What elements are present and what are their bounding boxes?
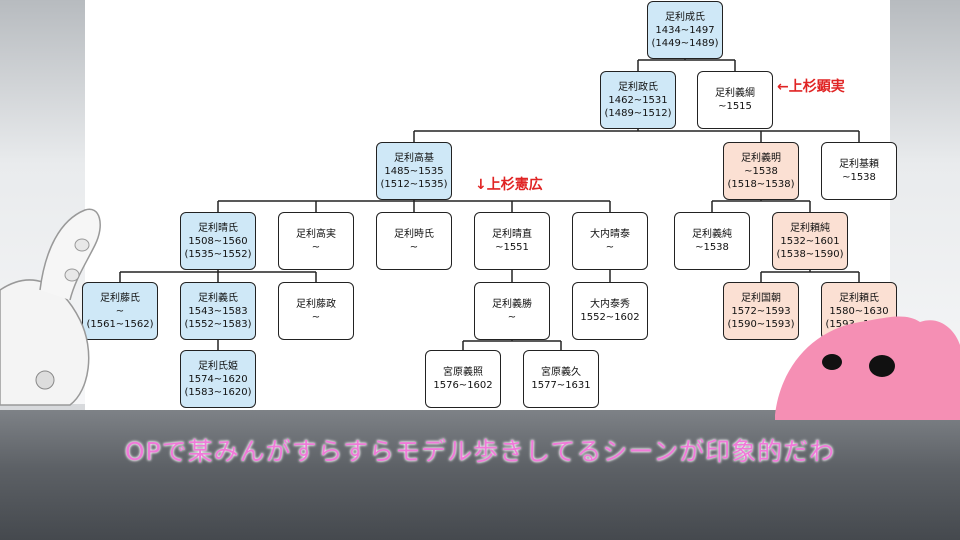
node-ashikaga-haruuji: 足利晴氏 1508~1560 (1535~1552) <box>180 212 256 270</box>
node-lifespan: 1532~1601 <box>780 235 840 247</box>
node-reign: (1512~1535) <box>380 178 448 190</box>
node-name: 足利頼純 <box>790 222 830 234</box>
node-name: 足利成氏 <box>665 11 705 23</box>
node-name: 足利藤政 <box>296 299 336 310</box>
node-ashikaga-kunitomo: 足利国朝 1572~1593 (1590~1593) <box>723 282 799 340</box>
floor <box>0 408 960 540</box>
node-ashikaga-shigeuji: 足利成氏 1434~1497 (1449~1489) <box>647 1 723 59</box>
node-lifespan: 1552~1602 <box>580 312 640 323</box>
node-ashikaga-tokiuji: 足利時氏 ~ <box>376 212 452 270</box>
node-ashikaga-motoyori: 足利基頼 ~1538 <box>821 142 897 200</box>
node-lifespan: 1508~1560 <box>188 235 248 247</box>
node-name: 足利基頼 <box>839 159 879 170</box>
node-name: 足利義純 <box>692 229 732 240</box>
node-ashikaga-ujihime: 足利氏姫 1574~1620 (1583~1620) <box>180 350 256 408</box>
node-name: 足利義綱 <box>715 88 755 99</box>
node-lifespan: ~1538 <box>842 172 876 183</box>
node-ashikaga-yoshitsuna: 足利義綱 ~1515 <box>697 71 773 129</box>
node-lifespan: ~ <box>311 312 321 323</box>
node-name: 宮原義照 <box>443 367 483 378</box>
node-name: 足利氏姫 <box>198 360 238 372</box>
node-reign: (1561~1562) <box>86 318 154 330</box>
node-name: 足利義勝 <box>492 299 532 310</box>
node-name: 足利高実 <box>296 229 336 240</box>
node-lifespan: 1576~1602 <box>433 380 493 391</box>
node-lifespan: 1434~1497 <box>655 24 715 36</box>
node-lifespan: ~ <box>605 242 615 253</box>
node-ashikaga-yoshikatsu: 足利義勝 ~ <box>474 282 550 340</box>
annotation-uesugi-norihiro: ↓上杉憲広 <box>475 177 543 193</box>
node-miyahara-yoshiteru: 宮原義照 1576~1602 <box>425 350 501 408</box>
node-name: 足利高基 <box>394 152 434 164</box>
node-lifespan: ~1538 <box>744 165 778 177</box>
white-mascot-character <box>0 208 101 406</box>
node-ashikaga-fujiuji: 足利藤氏 ~ (1561~1562) <box>82 282 158 340</box>
node-lifespan: ~ <box>409 242 419 253</box>
node-lifespan: 1577~1631 <box>531 380 591 391</box>
node-miyahara-yoshihisa: 宮原義久 1577~1631 <box>523 350 599 408</box>
annotation-uesugi-akizane: ←上杉顕実 <box>777 79 845 95</box>
node-lifespan: ~ <box>311 242 321 253</box>
node-ouchi-haruyasu: 大内晴泰 ~ <box>572 212 648 270</box>
node-lifespan: ~1538 <box>695 242 729 253</box>
node-reign: (1449~1489) <box>651 37 719 49</box>
node-lifespan: ~ <box>115 305 125 317</box>
node-name: 足利藤氏 <box>100 292 140 304</box>
node-name: 足利頼氏 <box>839 292 879 304</box>
node-name: 足利晴氏 <box>198 222 238 234</box>
node-reign: (1518~1538) <box>727 178 795 190</box>
node-ashikaga-takamoto: 足利高基 1485~1535 (1512~1535) <box>376 142 452 200</box>
node-lifespan: 1580~1630 <box>829 305 889 317</box>
node-ashikaga-masauji: 足利政氏 1462~1531 (1489~1512) <box>600 71 676 129</box>
node-ashikaga-yorizumi: 足利頼純 1532~1601 (1538~1590) <box>772 212 848 270</box>
node-reign: (1489~1512) <box>604 107 672 119</box>
node-lifespan: 1574~1620 <box>188 373 248 385</box>
node-lifespan: ~ <box>507 312 517 323</box>
tree-connector-lines <box>119 49 860 350</box>
node-reign: (1535~1552) <box>184 248 252 260</box>
node-lifespan: 1543~1583 <box>188 305 248 317</box>
node-ashikaga-harunao: 足利晴直 ~1551 <box>474 212 550 270</box>
node-lifespan: 1485~1535 <box>384 165 444 177</box>
subtitle-caption: OPで某みんがすらすらモデル歩きしてるシーンが印象的だわ <box>124 437 836 466</box>
node-ashikaga-takazane: 足利高実 ~ <box>278 212 354 270</box>
node-lifespan: 1462~1531 <box>608 94 668 106</box>
node-name: 足利国朝 <box>741 292 781 304</box>
node-name: 大内晴泰 <box>590 229 630 240</box>
node-name: 足利義氏 <box>198 292 238 304</box>
node-ashikaga-fujimasa: 足利藤政 ~ <box>278 282 354 340</box>
node-reign: (1583~1620) <box>184 386 252 398</box>
node-lifespan: ~1551 <box>495 242 529 253</box>
node-reign: (1552~1583) <box>184 318 252 330</box>
node-ashikaga-yoshiaki: 足利義明 ~1538 (1518~1538) <box>723 142 799 200</box>
node-ouchi-yasuhide: 大内泰秀 1552~1602 <box>572 282 648 340</box>
pink-mascot-character <box>775 316 960 420</box>
node-ashikaga-yoshizumi: 足利義純 ~1538 <box>674 212 750 270</box>
node-lifespan: ~1515 <box>718 101 752 112</box>
node-reign: (1590~1593) <box>727 318 795 330</box>
node-ashikaga-yoshiuji: 足利義氏 1543~1583 (1552~1583) <box>180 282 256 340</box>
node-name: 足利政氏 <box>618 81 658 93</box>
node-name: 大内泰秀 <box>590 299 630 310</box>
node-name: 宮原義久 <box>541 367 581 378</box>
node-name: 足利時氏 <box>394 229 434 240</box>
node-reign: (1538~1590) <box>776 248 844 260</box>
node-name: 足利晴直 <box>492 229 532 240</box>
node-name: 足利義明 <box>741 152 781 164</box>
node-lifespan: 1572~1593 <box>731 305 791 317</box>
